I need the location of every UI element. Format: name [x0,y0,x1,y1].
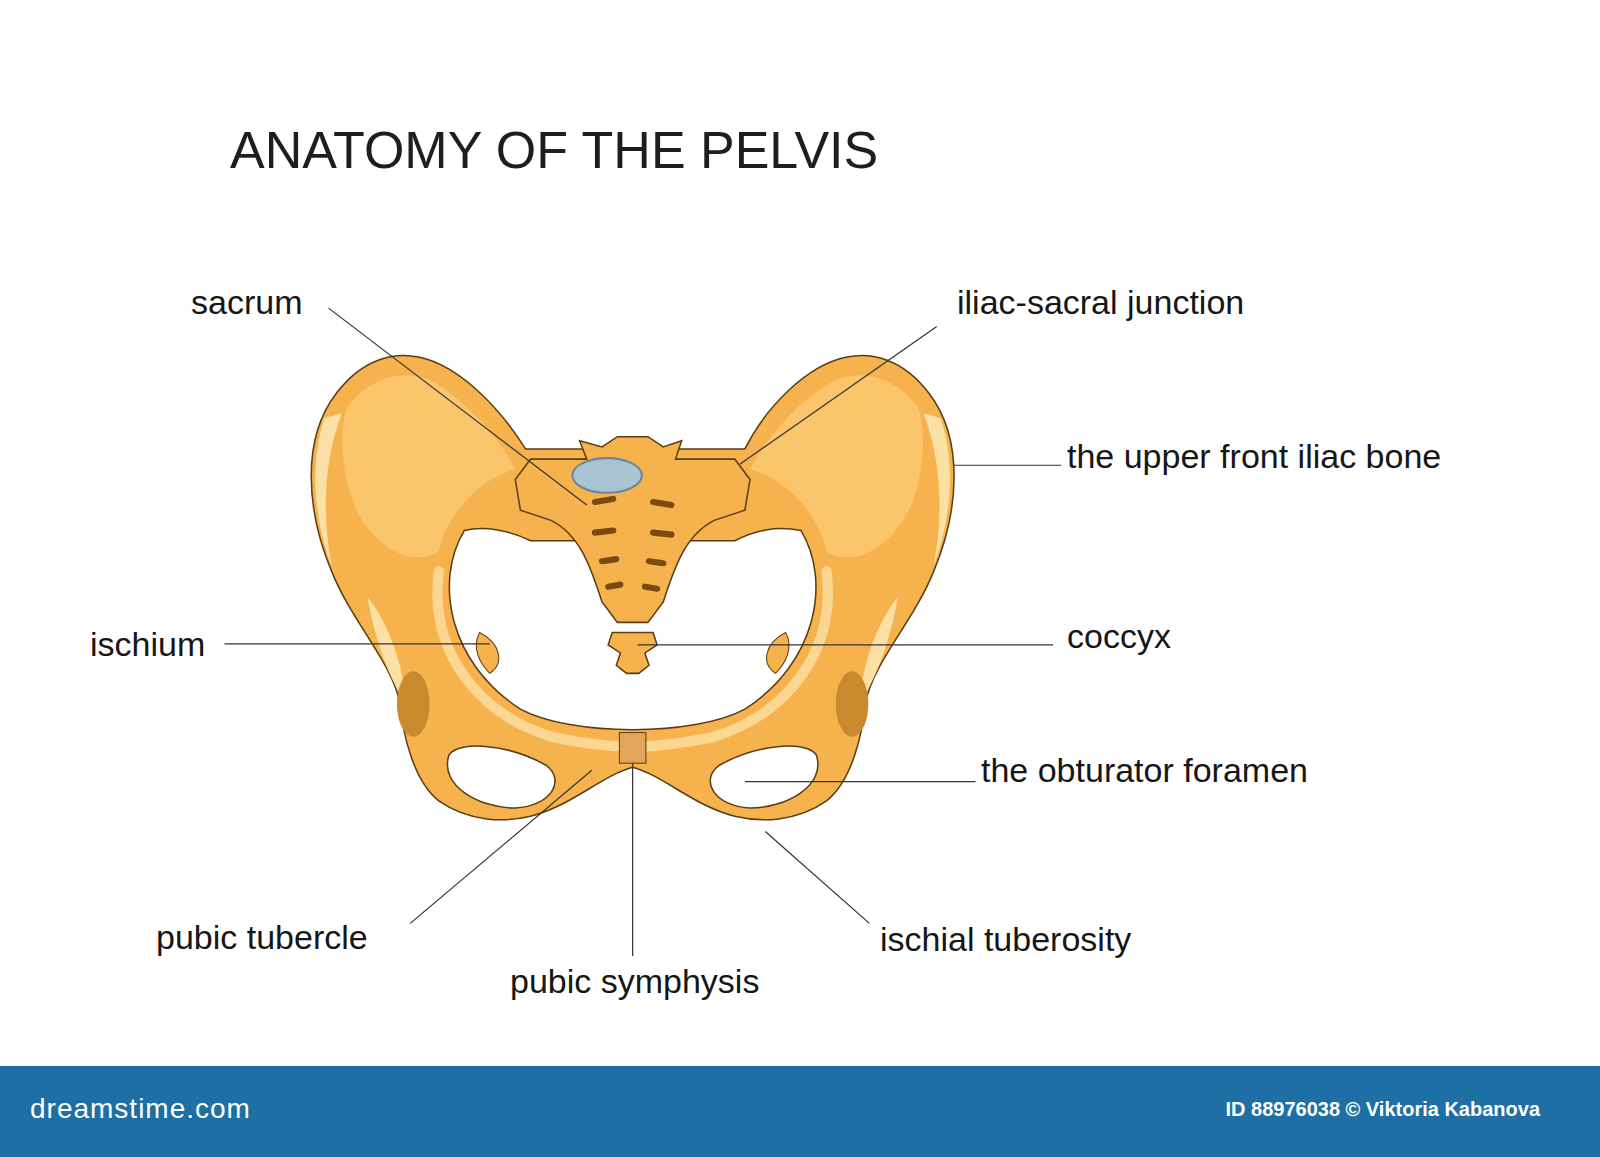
part-label: iliac-sacral junction [957,282,1244,322]
acetabulum-right [836,671,869,736]
iliac-crest-left [315,413,342,566]
part-label: the upper front iliac bone [1067,436,1441,476]
part-label: ischial tuberosity [880,919,1131,959]
coccyx-bone [608,633,657,674]
diagram-title: ANATOMY OF THE PELVIS [230,120,878,180]
leader-line [224,643,489,644]
part-label: pubic tubercle [156,917,368,957]
part-label: the obturator foramen [981,750,1308,790]
ischial-spine-right [767,633,789,674]
leader-line [632,763,633,956]
part-label: ischium [90,624,205,664]
leader-line [410,770,592,923]
leader-line [638,644,1053,645]
symphysis-disc [619,733,646,764]
sacrum-bone [515,437,750,623]
credit-text: ID 88976038 © Viktoria Kabanova [1225,1098,1540,1121]
obturator-foramen-right [710,746,818,808]
iliac-crest-right [923,413,950,566]
sacral-promontory [572,458,641,493]
watermark-text: dreamstime.com [30,1093,251,1125]
leader-line [954,465,1061,466]
leader-line [329,308,587,505]
ischial-spine-left [476,633,498,674]
leader-line [745,781,976,782]
part-label: pubic symphysis [510,961,759,1001]
leader-line [740,326,937,464]
pelvis-bone [311,356,954,820]
part-label: coccyx [1067,616,1171,656]
part-label: sacrum [191,282,302,322]
leader-line [765,832,869,924]
obturator-foramen-left [447,746,555,808]
sacral-foramina [595,499,672,589]
acetabulum-left [397,671,430,736]
